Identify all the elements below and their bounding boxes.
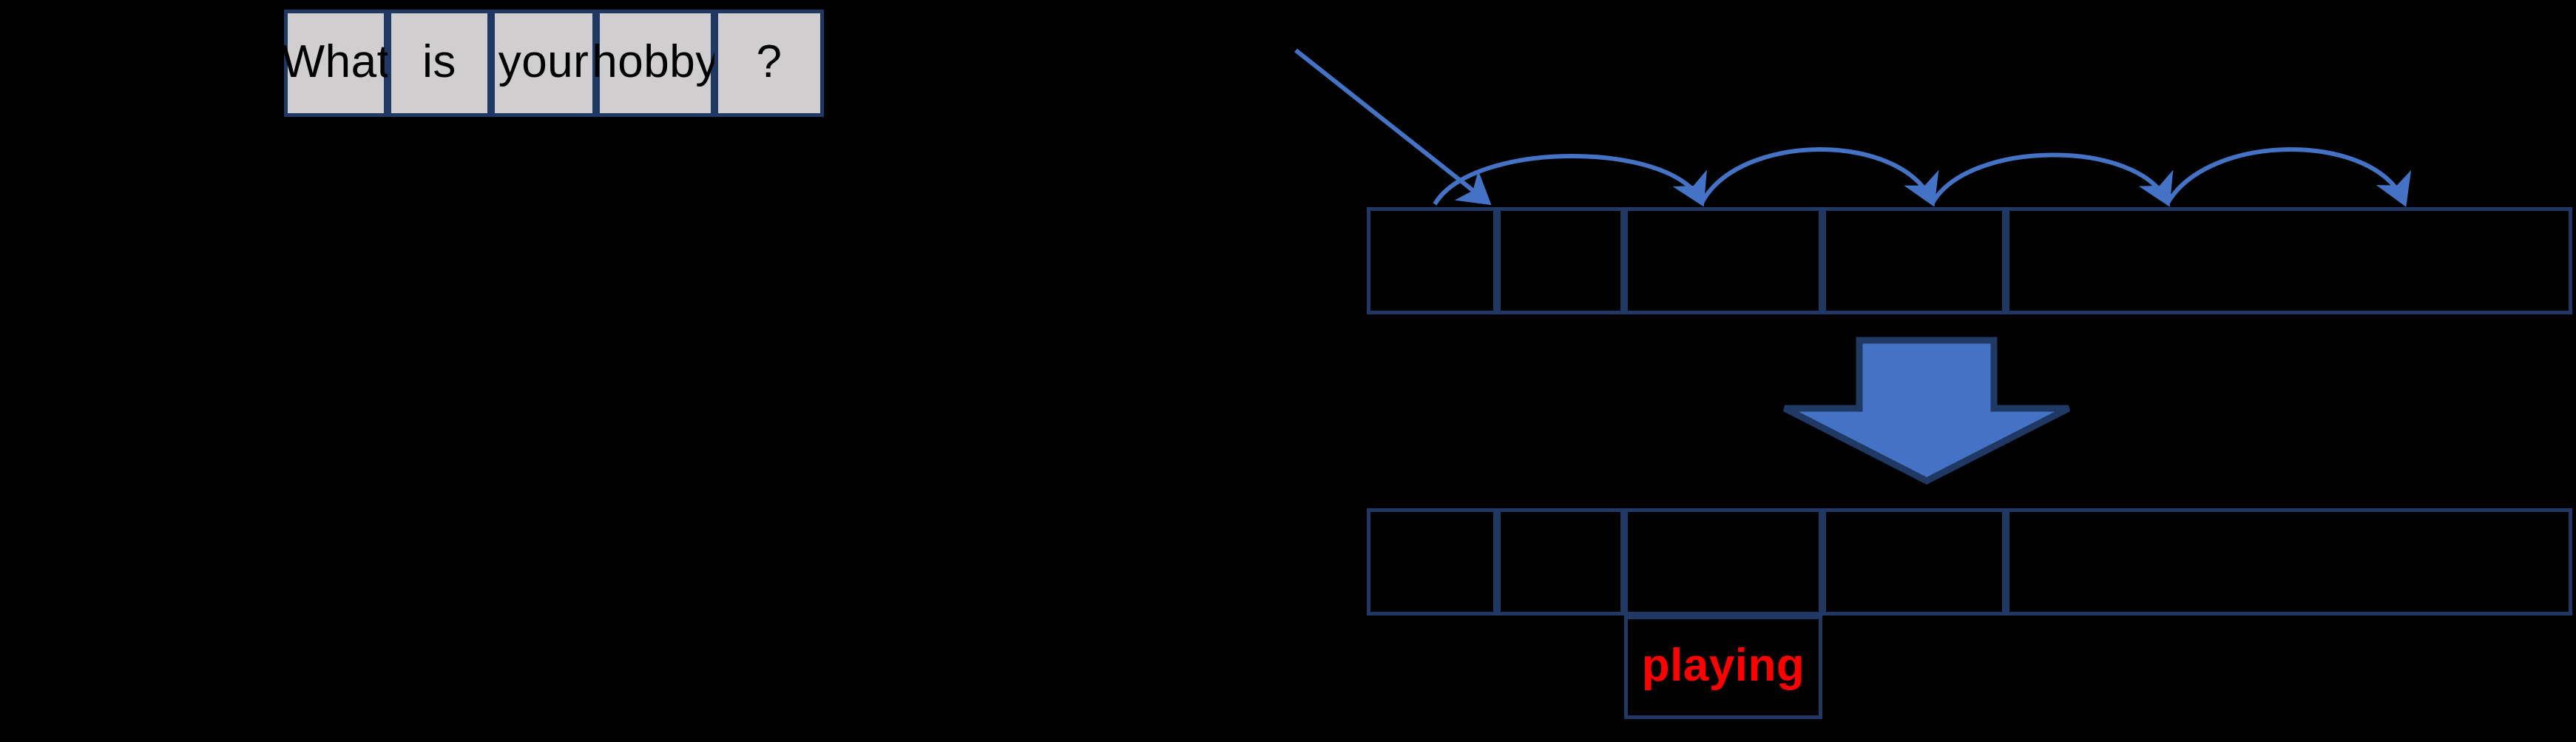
encoder-state-cell-1 (1497, 207, 1624, 314)
source-token-label-4: ? (756, 36, 782, 87)
encoder-state-cell-3 (1822, 207, 2006, 314)
source-token-label-2: your (498, 36, 589, 87)
source-token-cell-0: What (281, 10, 391, 117)
recurrent-hop-arrow-1 (1433, 154, 1707, 207)
decoder-state-cell-1 (1497, 508, 1624, 615)
predicted-word-label: playing (1641, 640, 1805, 691)
predicted-word-cell: playing (1624, 615, 1822, 719)
diagonal-feed-arrow (1294, 48, 1492, 206)
source-token-label-3: hobby (592, 36, 719, 87)
source-token-cell-2: your (491, 10, 596, 117)
decoder-state-cell-4 (2006, 508, 2572, 615)
decoder-state-cell-2 (1624, 508, 1822, 615)
source-token-cell-3: hobby (592, 10, 718, 117)
decoder-state-cell-0 (1367, 508, 1497, 615)
decoder-state-cell-3 (1822, 508, 2006, 615)
encoder-state-cell-0 (1367, 207, 1497, 314)
source-token-cell-4: ? (714, 10, 824, 117)
source-token-label-1: is (422, 36, 456, 87)
recurrent-hop-arrow-4 (2165, 147, 2412, 207)
recurrent-hop-arrow-2 (1699, 147, 1939, 207)
source-token-label-0: What (281, 36, 391, 87)
encoder-state-cell-4 (2006, 207, 2572, 314)
big-down-arrow (1782, 337, 2071, 485)
recurrent-hop-arrow-3 (1930, 152, 2174, 207)
encoder-state-cell-2 (1624, 207, 1822, 314)
source-token-cell-1: is (388, 10, 491, 117)
